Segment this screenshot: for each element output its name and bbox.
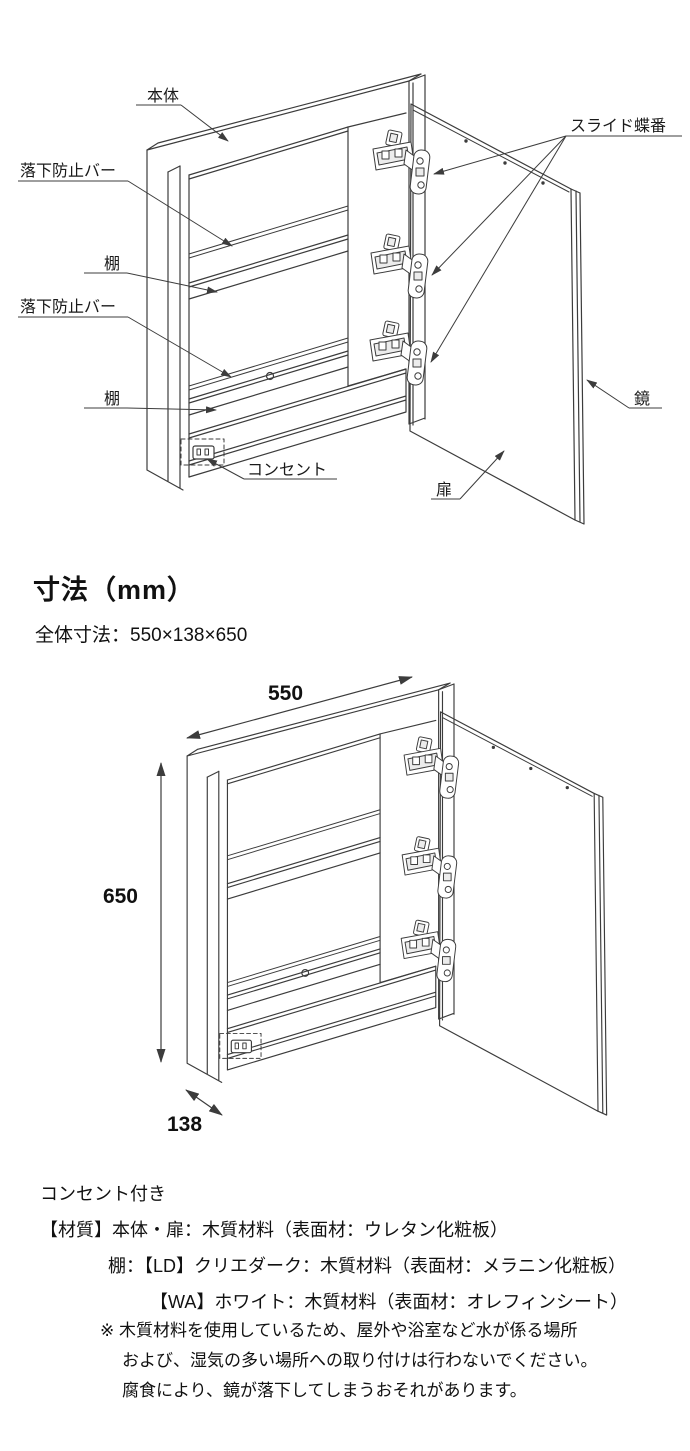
label-shelf-lower: 棚 xyxy=(104,390,120,408)
label-fall-prevention-bar-upper: 落下防止バー xyxy=(20,162,116,180)
dimension-arrows xyxy=(156,676,413,1116)
label-mirror: 鏡 xyxy=(634,389,650,408)
caution-line-3: 腐食により、鏡が落下してしまうおそれがあります。 xyxy=(122,1381,527,1400)
spec-material-shelf-ld: 棚：【LD】クリエダーク：木質材料（表面材：メラニン化粧板） xyxy=(108,1256,627,1276)
spec-material-shelf-wa: 【WA】ホワイト：木質材料（表面材：オレフィンシート） xyxy=(150,1292,628,1312)
caution-line-2: および、湿気の多い場所への取り付けは行わないでください。 xyxy=(122,1351,598,1370)
caution-line-1: ※ 木質材料を使用しているため、屋外や浴室など水が係る場所 xyxy=(100,1321,578,1340)
label-slide-hinge: スライド蝶番 xyxy=(570,117,666,135)
overall-dimensions-text: 全体寸法：550×138×650 xyxy=(35,625,248,646)
specifications-block: コンセント付き 【材質】本体・扉：木質材料（表面材：ウレタン化粧板） 棚：【LD… xyxy=(40,1176,628,1320)
dimensions-heading: 寸法（mm） xyxy=(33,575,196,605)
caution-note-block: ※ 木質材料を使用しているため、屋外や浴室など水が係る場所 および、湿気の多い場… xyxy=(100,1316,598,1406)
dim-height: 650 xyxy=(103,885,138,908)
dim-width: 550 xyxy=(268,682,303,705)
label-door: 扉 xyxy=(436,481,452,499)
label-fall-prevention-bar-lower: 落下防止バー xyxy=(20,298,116,316)
dim-depth: 138 xyxy=(167,1113,202,1136)
label-shelf-upper: 棚 xyxy=(104,255,120,273)
labeled-figure: 本体 落下防止バー 棚 落下防止バー 棚 コンセント スライド蝶番 鏡 扉 xyxy=(18,74,682,524)
spec-outlet-note: コンセント付き xyxy=(40,1184,166,1204)
leader-lines xyxy=(18,104,682,500)
dimension-figure: 550 650 138 xyxy=(103,676,607,1136)
spec-material-body-door: 【材質】本体・扉：木質材料（表面材：ウレタン化粧板） xyxy=(40,1220,508,1240)
label-body: 本体 xyxy=(147,87,179,105)
label-outlet: コンセント xyxy=(247,462,327,479)
